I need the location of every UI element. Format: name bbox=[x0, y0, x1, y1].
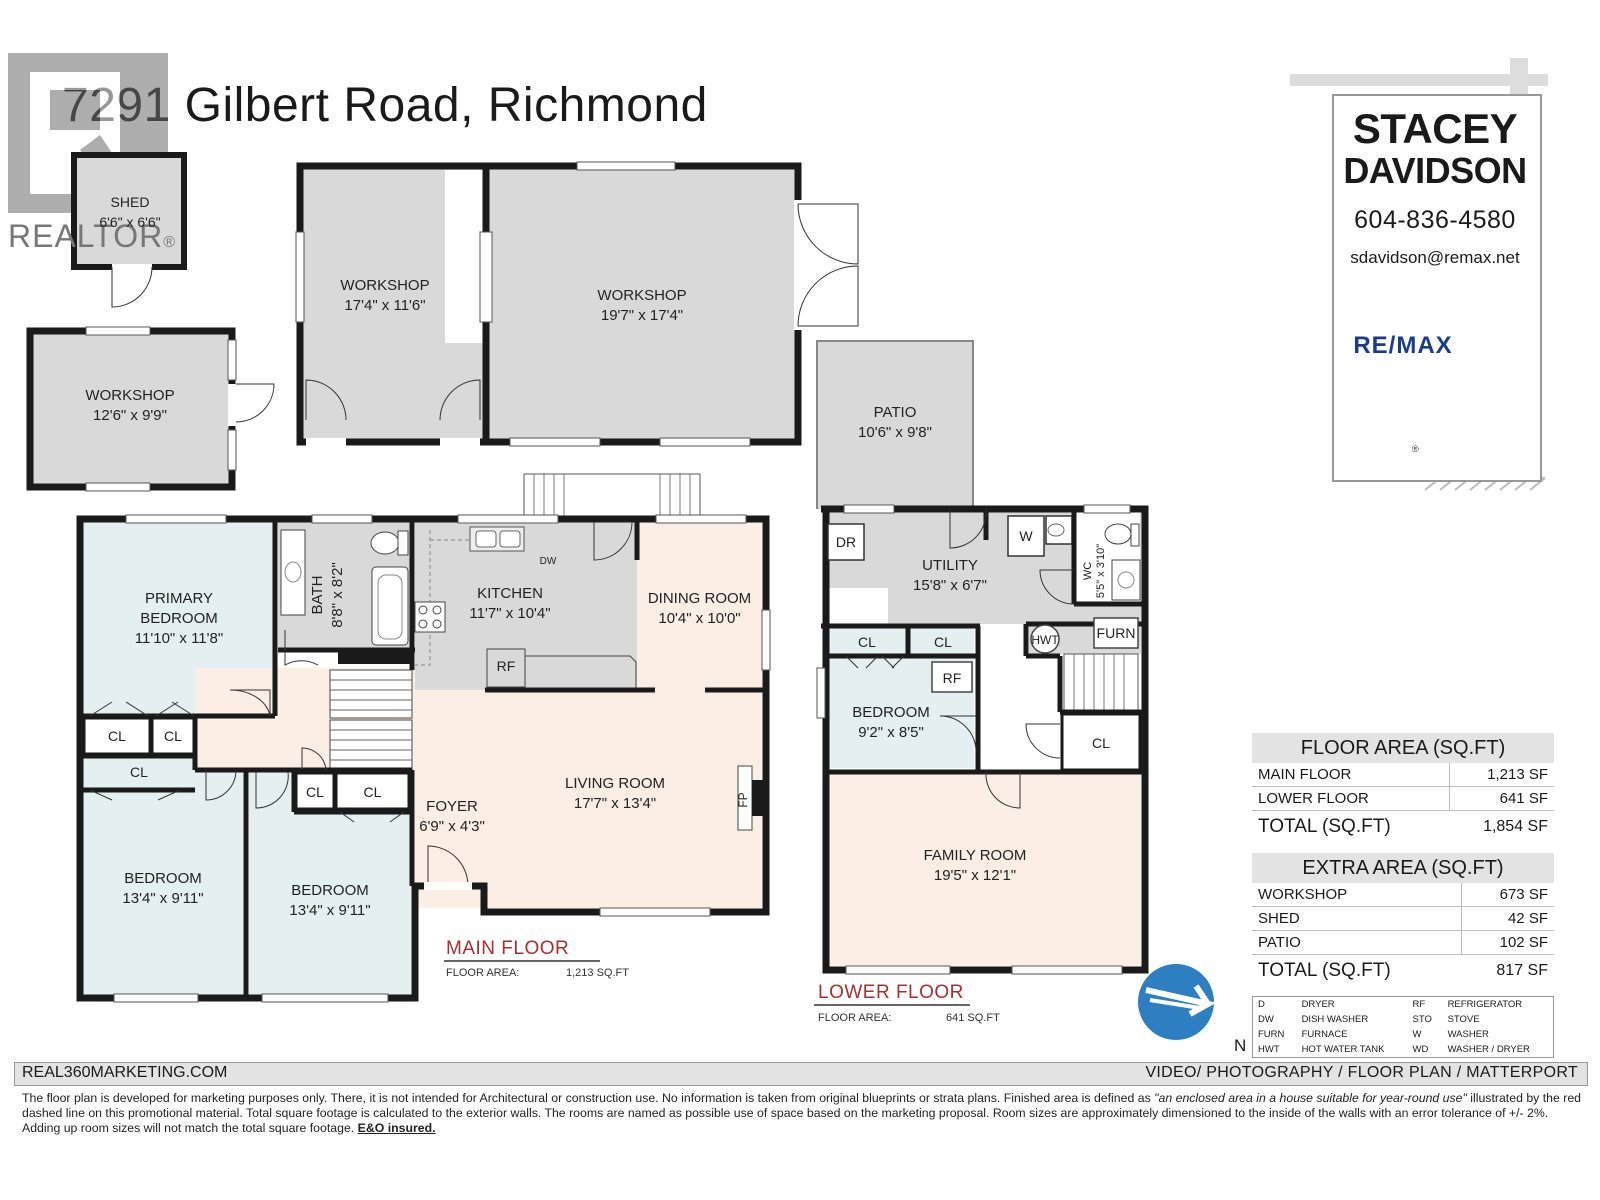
patio-outline bbox=[816, 340, 974, 509]
floor-area-header: FLOOR AREA (SQ.FT) bbox=[1252, 733, 1554, 763]
closet-label: CL bbox=[164, 728, 182, 744]
closet-label: CL bbox=[934, 634, 952, 650]
remax-brand-mark: ® bbox=[1412, 444, 1419, 454]
lower-floor-title: LOWER FLOOR bbox=[818, 982, 964, 1003]
disclaimer: The floor plan is developed for marketin… bbox=[22, 1091, 1582, 1135]
agent-sign-board bbox=[1332, 94, 1542, 482]
extra-area-header: EXTRA AREA (SQ.FT) bbox=[1252, 853, 1554, 883]
closet-label: CL bbox=[130, 764, 148, 780]
closet-label: CL bbox=[1092, 735, 1110, 751]
footer-bar bbox=[14, 1062, 1588, 1086]
agent-email: sdavidson@remax.net bbox=[1350, 248, 1520, 267]
remax-brand-text: RE/MAX bbox=[1353, 332, 1453, 359]
hot-water-tank-label: HWT bbox=[1031, 633, 1059, 647]
footer-services: VIDEO/ PHOTOGRAPHY / FLOOR PLAN / MATTER… bbox=[1145, 1064, 1578, 1081]
footer-website: REAL360MARKETING.COM bbox=[22, 1064, 228, 1081]
refrigerator-label: RF bbox=[496, 658, 516, 674]
main-floor-area-label: FLOOR AREA: bbox=[446, 967, 520, 979]
table-total-row: TOTAL (SQ.FT)817 SF bbox=[1258, 960, 1548, 981]
closet-label: CL bbox=[108, 728, 126, 744]
realtor-logo-text: REALTOR® bbox=[8, 218, 176, 254]
furnace-label: FURN bbox=[1096, 625, 1136, 641]
fireplace-label: FP bbox=[736, 792, 750, 808]
closet-label: CL bbox=[858, 634, 876, 650]
main-floor-title: MAIN FLOOR bbox=[446, 938, 570, 959]
dishwasher-label: DW bbox=[539, 556, 557, 567]
main-floor-area-value: 1,213 SQ.FT bbox=[566, 967, 629, 979]
agent-phone: 604-836-4580 bbox=[1354, 206, 1516, 234]
lower-floor-area-label: FLOOR AREA: bbox=[818, 1012, 892, 1024]
table-total-row: TOTAL (SQ.FT)1,854 SF bbox=[1258, 816, 1548, 837]
north-arrow bbox=[1138, 964, 1217, 1040]
workshop-main-outline bbox=[295, 161, 859, 447]
property-address: 7291 Gilbert Road, Richmond bbox=[62, 79, 708, 132]
north-label: N bbox=[1234, 1036, 1247, 1055]
lower-floor-area-value: 641 SQ.FT bbox=[946, 1012, 1000, 1024]
workshop-small-outline bbox=[26, 326, 275, 492]
closet-label: CL bbox=[306, 784, 324, 800]
dryer-label: DR bbox=[835, 534, 857, 550]
main-floor-plan bbox=[76, 473, 771, 1003]
closet-label: CL bbox=[363, 784, 382, 800]
shed-outline bbox=[71, 152, 187, 308]
refrigerator-label: RF bbox=[942, 670, 962, 686]
lower-floor-plan bbox=[816, 504, 1149, 975]
washer-label: W bbox=[1019, 528, 1033, 544]
